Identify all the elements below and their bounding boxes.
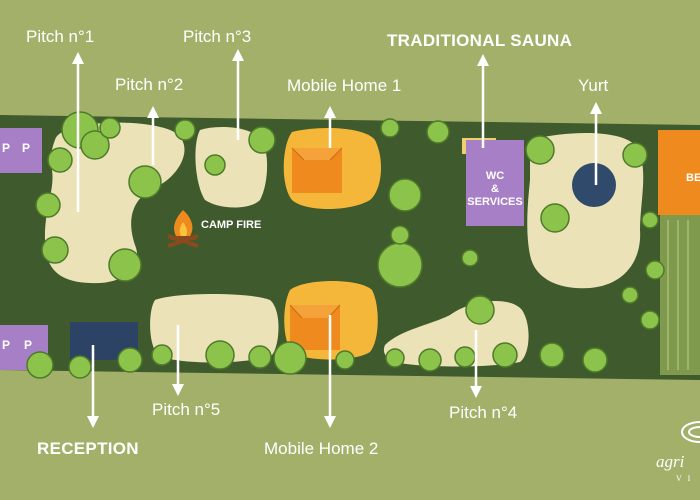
label-traditional-sauna: TRADITIONAL SAUNA (387, 31, 573, 50)
logo-subtext: V I (676, 474, 693, 483)
parking-top-label-2: P (22, 141, 31, 155)
label-pitch-5: Pitch n°5 (152, 400, 221, 419)
pitch-5-area[interactable] (150, 294, 279, 363)
label-mobile-home-2: Mobile Home 2 (264, 439, 379, 458)
label-wc-services: WC & SERVICES (467, 170, 523, 208)
mobile-home-1-building[interactable] (291, 147, 343, 193)
label-pitch-3: Pitch n°3 (183, 27, 252, 46)
parking-top[interactable] (0, 128, 42, 173)
parking-top-label-1: P (2, 141, 11, 155)
pointer-arrows (72, 49, 602, 428)
right-building[interactable] (658, 130, 700, 215)
yurt-building[interactable] (572, 163, 616, 207)
yurt-area[interactable] (527, 133, 644, 289)
label-right-building: BE (686, 172, 700, 184)
campfire-icon (167, 210, 199, 248)
wc-services-building[interactable] (466, 140, 524, 226)
label-pitch-2: Pitch n°2 (115, 75, 184, 94)
label-pitch-1: Pitch n°1 (26, 27, 95, 46)
parking-bottom-label-2: P (24, 338, 33, 352)
right-field (660, 215, 700, 375)
label-yurt: Yurt (578, 76, 609, 95)
mobile-home-2-building[interactable] (289, 304, 341, 350)
logo-emblem-icon (681, 421, 700, 443)
trees (26, 111, 665, 379)
logo-text: agri (656, 452, 685, 471)
label-pitch-4: Pitch n°4 (449, 403, 518, 422)
parking-bottom-label-1: P (2, 338, 11, 352)
pitch-3-area[interactable] (195, 127, 268, 208)
label-reception: RECEPTION (37, 439, 139, 458)
label-camp-fire: CAMP FIRE (201, 219, 262, 231)
pitch-1-2-area[interactable] (44, 122, 185, 284)
label-mobile-home-1: Mobile Home 1 (287, 76, 402, 95)
